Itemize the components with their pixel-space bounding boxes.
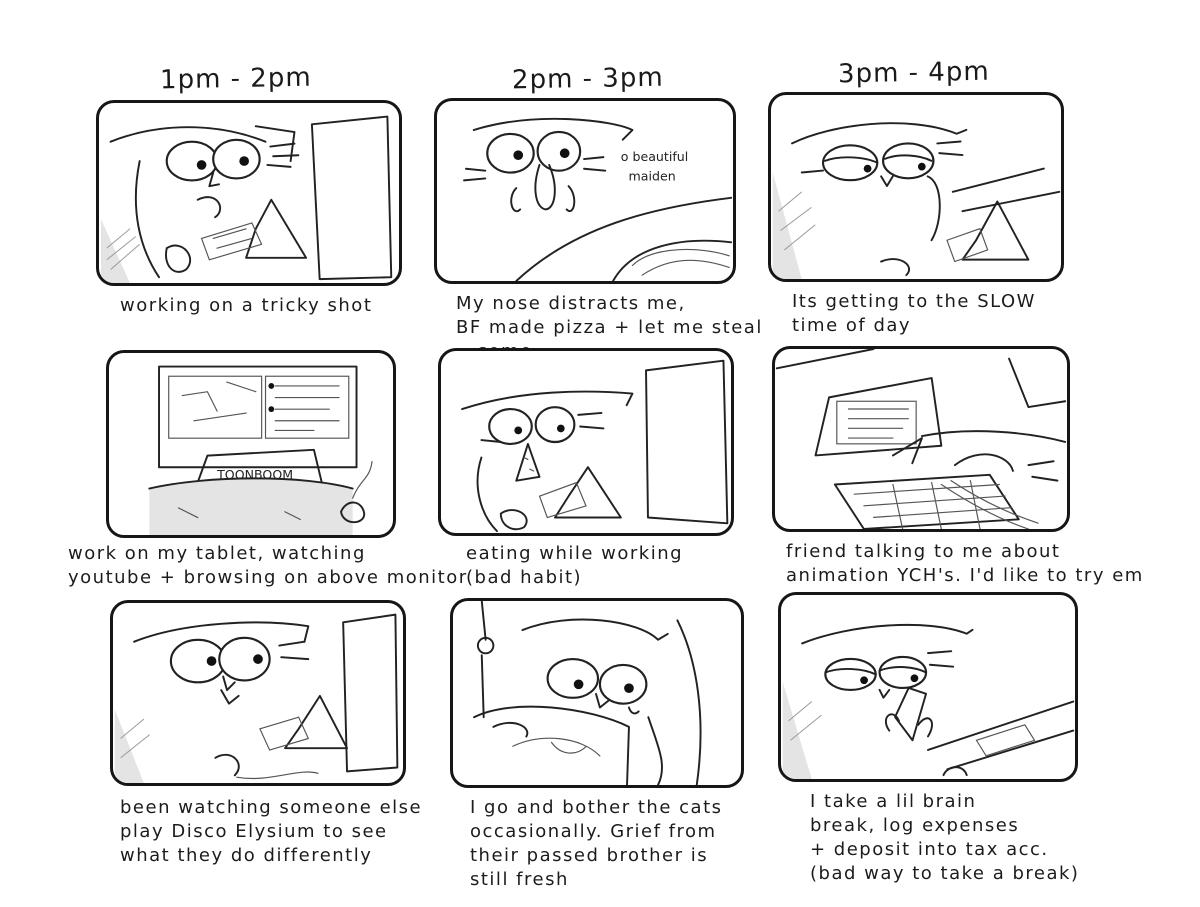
panel-7-caption: been watching someone else play Disco El… [120,797,423,866]
sketch-cat-on-phone [782,623,1075,779]
panel-2-note-line-2: maiden [629,168,676,183]
panel-2-caption: My nose distracts me, BF made pizza + le… [456,293,763,362]
column-header-2pm-3pm: 2pm - 3pm [511,62,664,96]
panel-2-note-line-1: o beautiful [621,149,688,164]
sketch-cat-petting-cat [473,601,702,785]
storyboard-panel-9 [778,592,1078,782]
column-header-1pm-2pm: 1pm - 2pm [159,62,312,96]
storyboard-panel-5 [438,348,734,536]
panel-5-caption: eating while working (bad habit) [466,543,684,588]
sketch-cat-watching [114,613,399,783]
storyboard-panel-2: o beautiful maiden [434,98,736,284]
panel-6-caption: friend talking to me about animation YCH… [786,541,1144,586]
sketch-cat-at-desk [100,115,393,283]
panel-3-caption: Its getting to the SLOW time of day [792,291,1036,336]
panel-4-caption: work on my tablet, watching youtube + br… [68,543,468,588]
panel-1-caption: working on a tricky shot [120,295,373,316]
sketch-tablet-closeup [775,349,1067,529]
storyboard-panel-1 [96,100,402,286]
sketch-cat-big-nose: o beautiful maiden [463,117,733,281]
storyboard-panel-6 [772,346,1070,532]
sketch-monitor-and-tablet: TOONBOOM [148,365,373,535]
panel-9-caption: I take a lil brain break, log expenses +… [810,791,1080,884]
sketch-cat-eating-pizza [461,359,729,533]
column-header-3pm-4pm: 3pm - 4pm [837,56,990,90]
storyboard-panel-4: TOONBOOM [106,350,396,538]
storyboard-panel-7 [110,600,406,786]
sketch-cat-sleepy [772,122,1061,279]
storyboard-panel-3 [768,92,1064,282]
storyboard-panel-8 [450,598,744,788]
panel-8-caption: I go and bother the cats occasionally. G… [470,797,723,890]
